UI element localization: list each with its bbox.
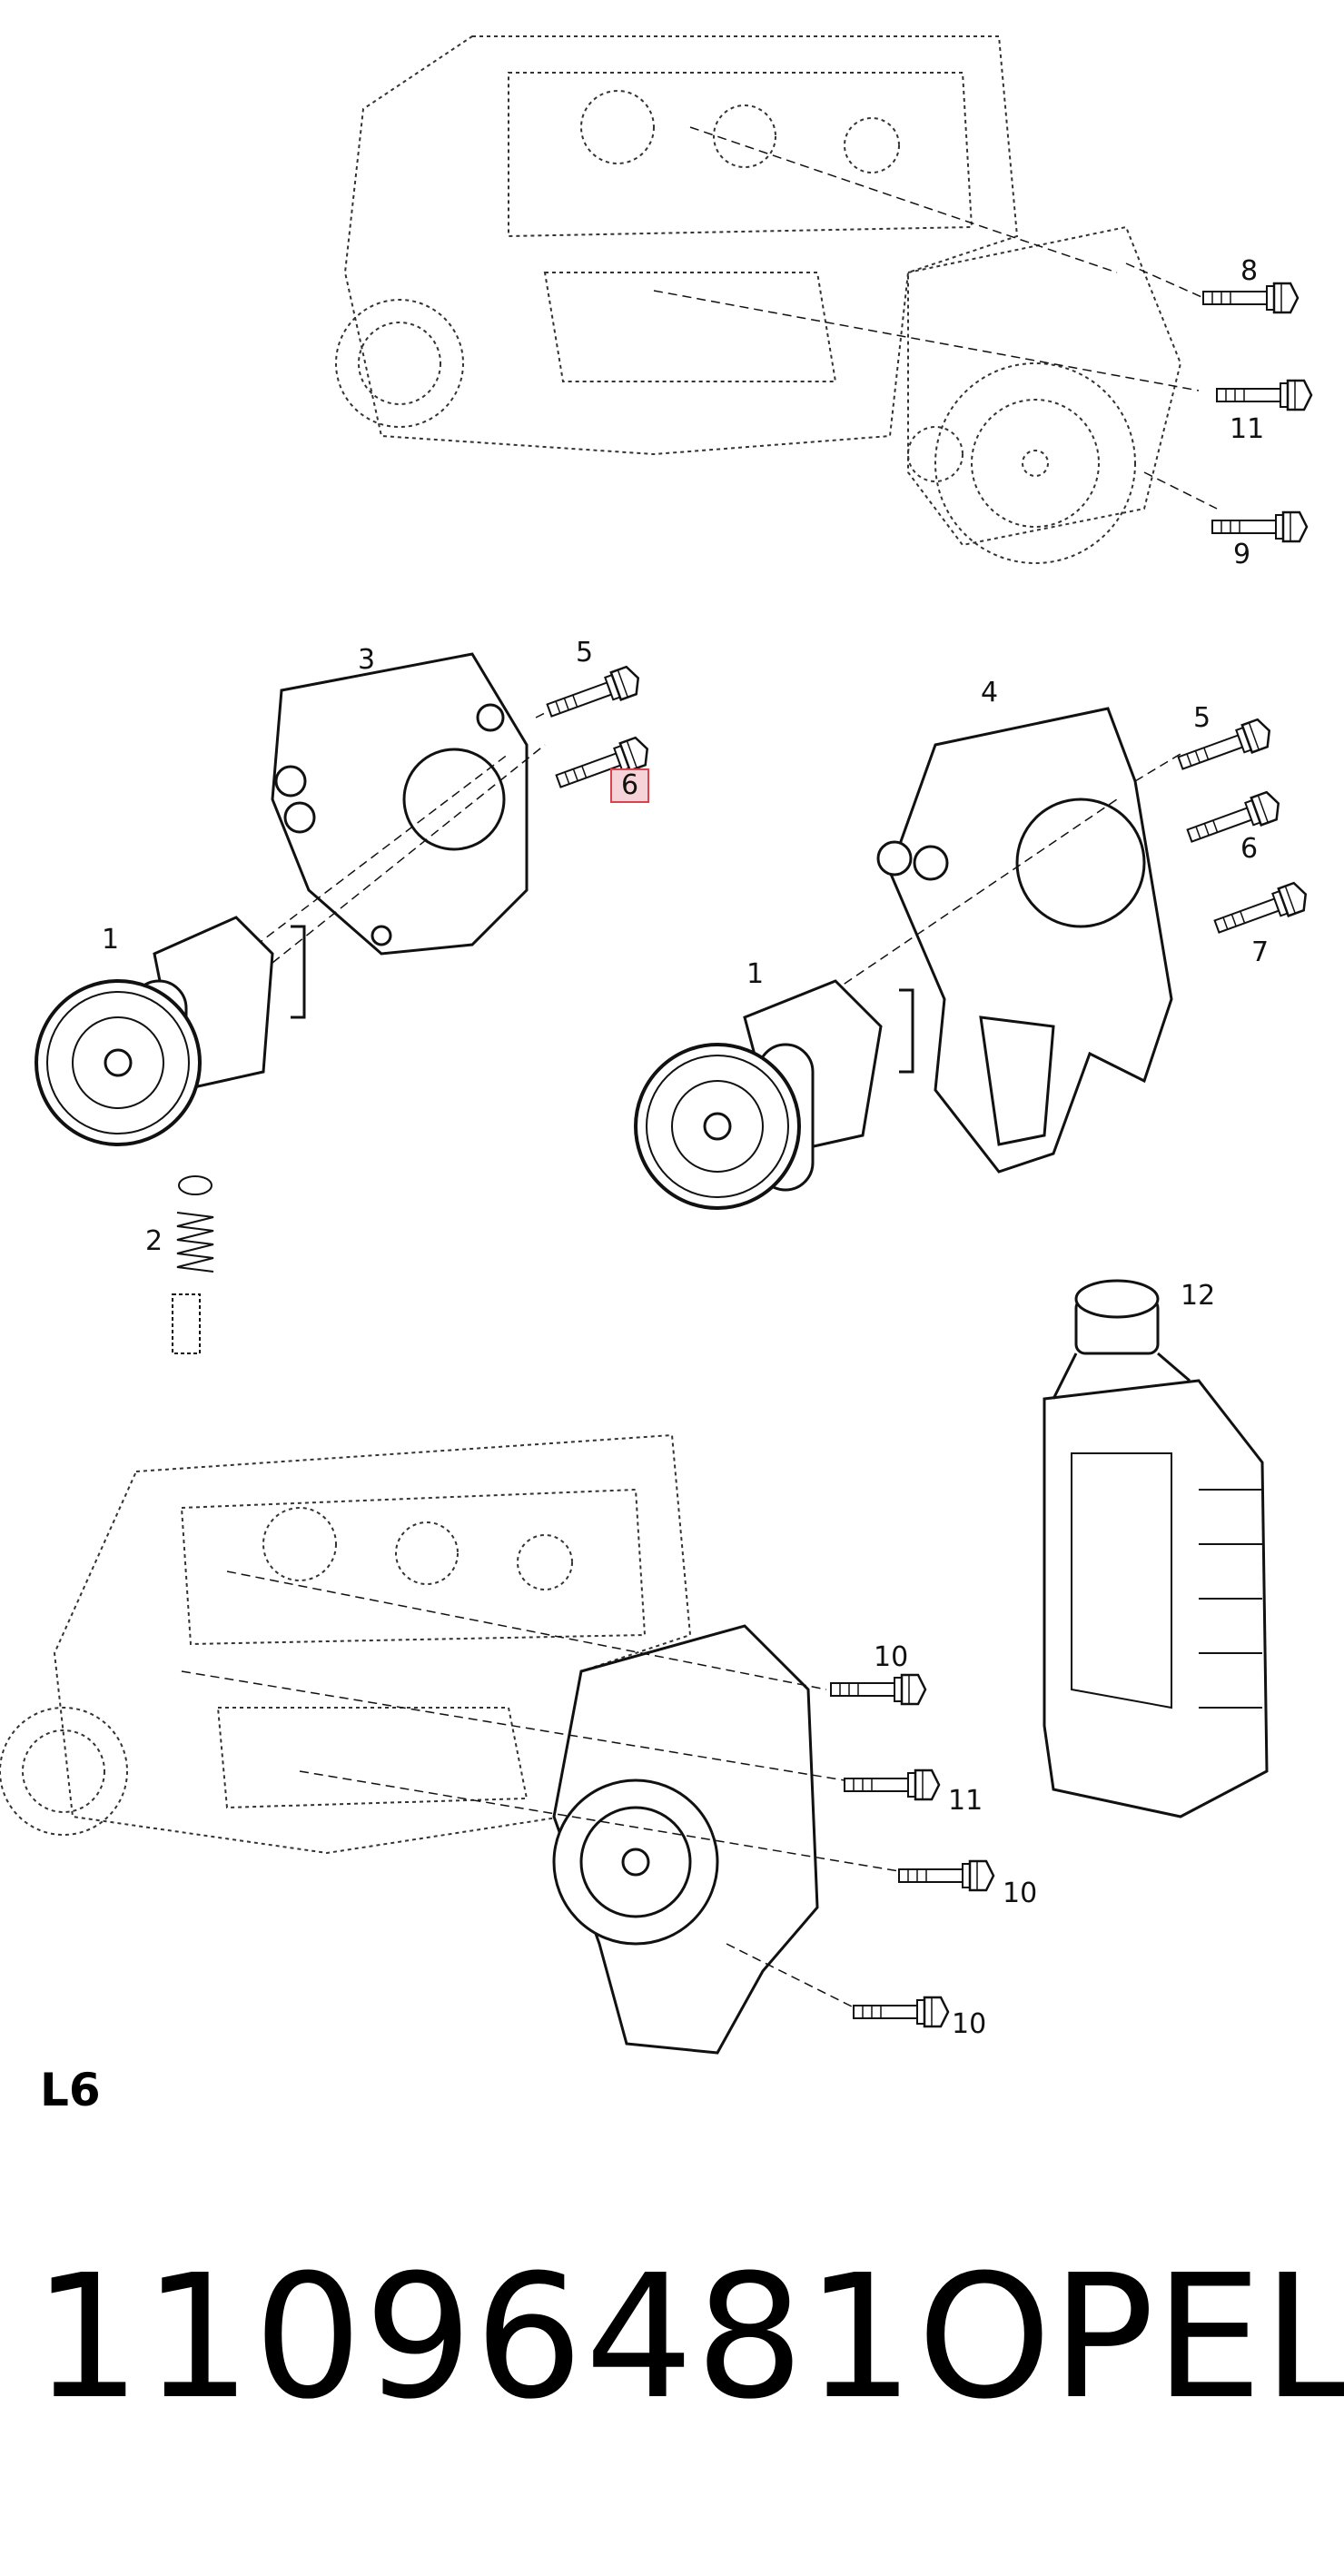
bolt-7: [1211, 879, 1312, 942]
callout-12: 12: [1181, 1280, 1216, 1312]
spring-valve-2: [172, 1175, 214, 1354]
pump-bracket-bottom: [552, 1624, 819, 2055]
callout-10-c: 10: [952, 2008, 987, 2040]
callout-1-right: 1: [746, 958, 765, 990]
callout-6-highlighted[interactable]: 6: [610, 768, 650, 803]
callout-7: 7: [1251, 936, 1270, 968]
callout-5-right: 5: [1193, 702, 1211, 734]
bolt-11-bottom: [843, 1769, 941, 1801]
callout-5-left: 5: [576, 637, 594, 669]
callout-3: 3: [358, 644, 376, 676]
bolt-11-top: [1215, 379, 1313, 411]
bolt-5-right: [1174, 716, 1276, 778]
pulley-left: [35, 979, 202, 1146]
leader-lines-top: [653, 126, 1218, 510]
callout-8: 8: [1240, 255, 1259, 287]
callout-10-b: 10: [1003, 1878, 1038, 1909]
callout-4: 4: [981, 677, 999, 708]
brand-name: OPEL: [917, 2238, 1344, 2437]
callout-11-top: 11: [1230, 413, 1265, 445]
engine-assembly-top: [335, 35, 1182, 564]
section-code: L6: [40, 2064, 101, 2116]
bolt-10-b: [897, 1859, 995, 1892]
bracket-4: [876, 707, 1173, 1174]
leader-lines-right: [807, 753, 1181, 1009]
bolt-10-c: [852, 1996, 950, 2028]
bolt-8: [1201, 282, 1300, 314]
bolt-5-left: [543, 663, 645, 726]
bracket-3: [271, 652, 529, 956]
callout-11-bottom: 11: [948, 1785, 983, 1817]
exploded-parts-diagram: [0, 35, 1313, 2055]
fluid-bottle-12: [1043, 1279, 1269, 1818]
callout-6-right: 6: [1240, 833, 1259, 865]
part-number: 11096481: [33, 2238, 916, 2437]
callout-1-left: 1: [102, 924, 120, 956]
bolt-10-a: [829, 1673, 927, 1706]
callout-10-a: 10: [874, 1641, 909, 1673]
pulley-right: [634, 1043, 801, 1210]
callout-2: 2: [145, 1225, 163, 1257]
bolt-9: [1211, 510, 1309, 543]
leader-lines-bottom: [181, 1570, 900, 2008]
bolt-6-right: [1183, 788, 1285, 851]
callout-9: 9: [1233, 539, 1251, 570]
